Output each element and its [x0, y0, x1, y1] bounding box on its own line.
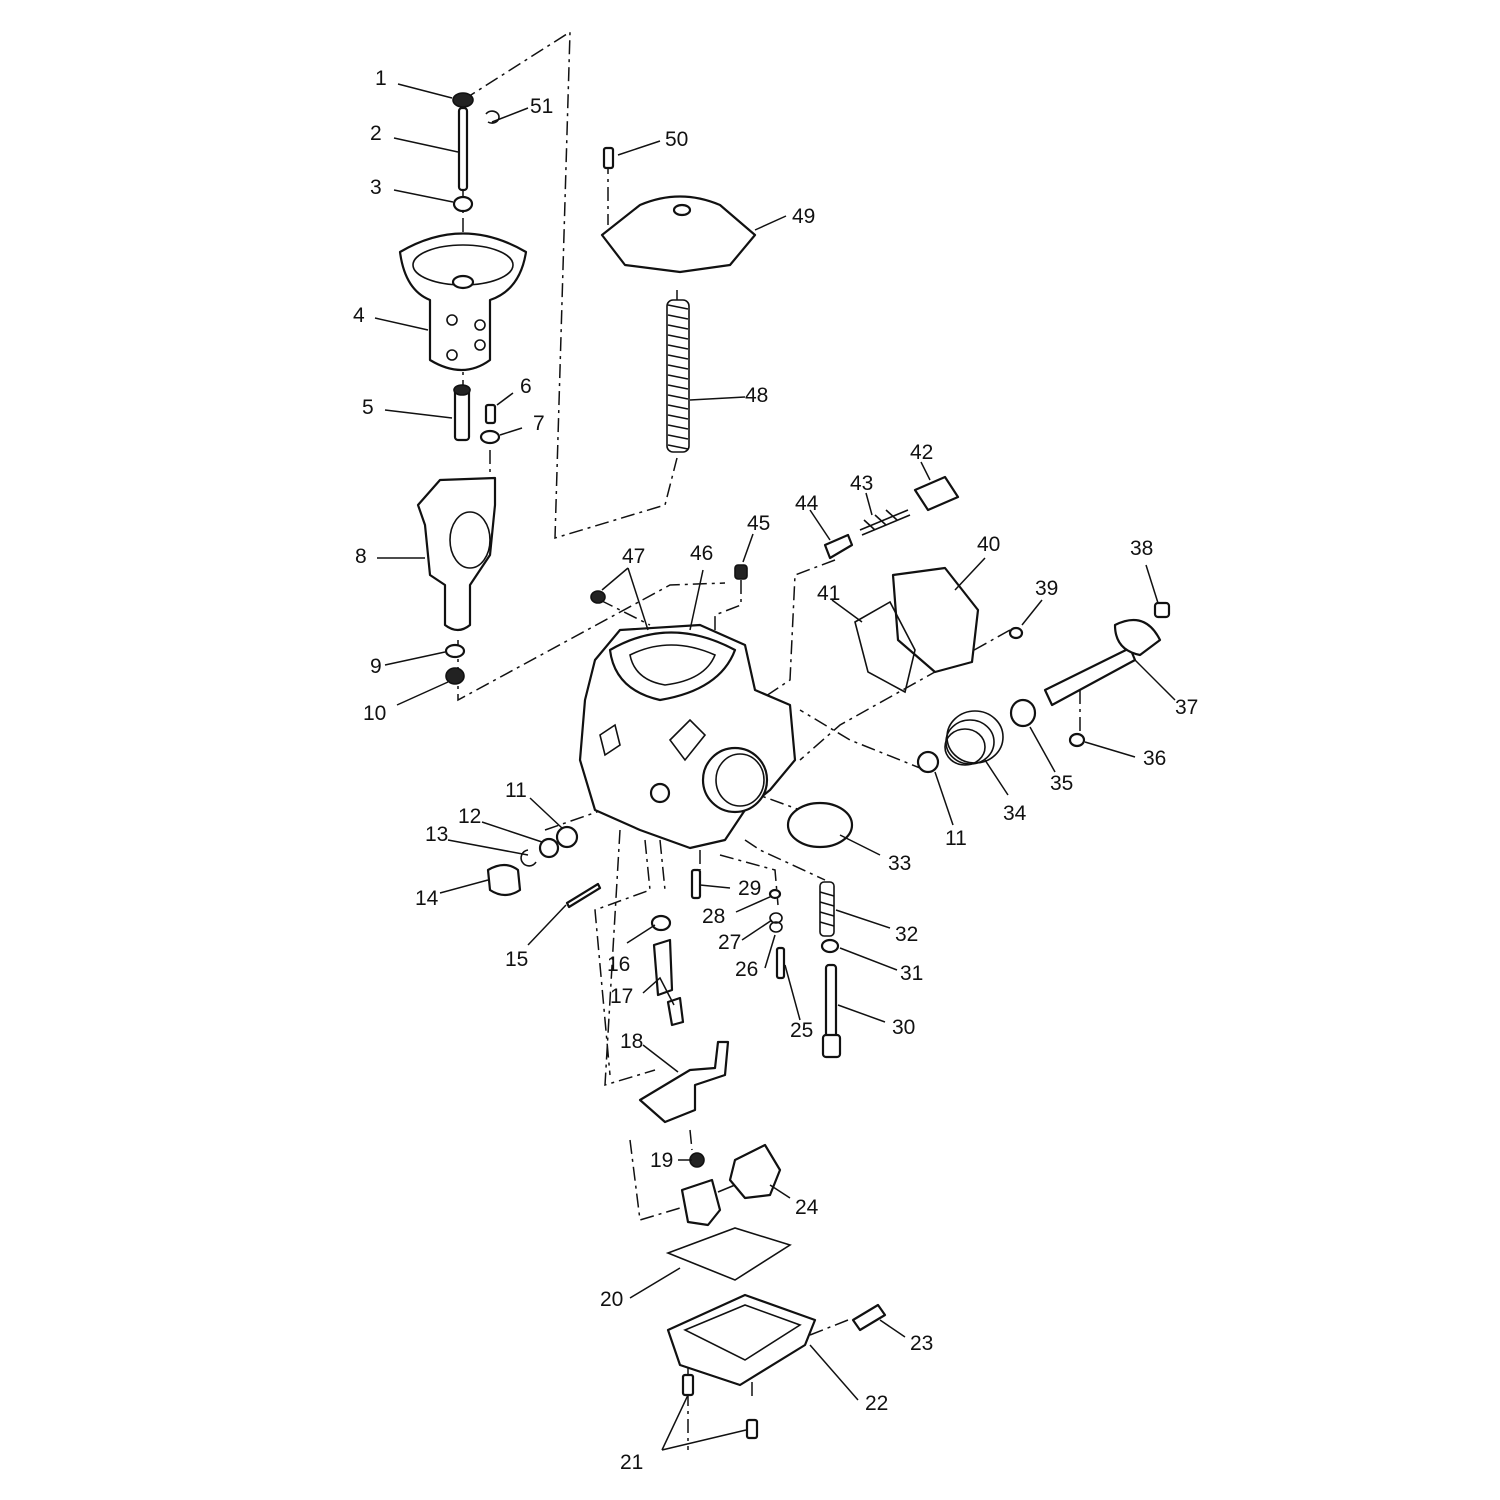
label-36: 36 [1143, 747, 1166, 770]
label-24: 24 [795, 1196, 819, 1219]
label-50: 50 [665, 128, 688, 151]
label-10: 10 [363, 702, 386, 725]
label-20: 20 [600, 1288, 623, 1311]
label-5: 5 [362, 396, 374, 419]
label-44: 44 [795, 492, 819, 515]
label-15: 15 [505, 948, 528, 971]
label-38: 38 [1130, 537, 1153, 560]
label-31: 31 [900, 962, 923, 985]
label-40: 40 [977, 533, 1000, 556]
label-35: 35 [1050, 772, 1073, 795]
label-19: 19 [650, 1149, 673, 1172]
label-42: 42 [910, 441, 933, 464]
part-labels: 1 2 3 4 5 6 7 8 9 10 11 12 13 14 15 16 1… [353, 67, 1198, 1474]
label-11: 11 [505, 779, 527, 802]
label-30: 30 [892, 1016, 915, 1039]
label-6: 6 [520, 375, 532, 398]
label-48: 48 [745, 384, 768, 407]
label-27: 27 [718, 931, 741, 954]
label-39: 39 [1035, 577, 1058, 600]
label-29: 29 [738, 877, 761, 900]
label-32: 32 [895, 923, 918, 946]
label-4: 4 [353, 304, 365, 327]
label-13: 13 [425, 823, 448, 846]
label-8: 8 [355, 545, 367, 568]
parts [398, 92, 1171, 1440]
label-17: 17 [610, 985, 633, 1008]
leader-lines [374, 83, 1176, 1451]
label-16: 16 [607, 953, 630, 976]
label-43: 43 [850, 472, 873, 495]
label-22: 22 [865, 1392, 888, 1415]
label-2: 2 [370, 122, 382, 145]
label-37: 37 [1175, 696, 1198, 719]
label-45: 45 [747, 512, 770, 535]
label-18: 18 [620, 1030, 643, 1053]
label-7: 7 [533, 412, 545, 435]
label-25: 25 [790, 1019, 813, 1042]
label-12: 12 [458, 805, 481, 828]
label-28: 28 [702, 905, 725, 928]
label-11-right: 11 [945, 827, 967, 850]
label-26: 26 [735, 958, 758, 981]
label-46: 46 [690, 542, 713, 565]
label-51: 51 [530, 95, 553, 118]
label-41: 41 [817, 582, 840, 605]
label-3: 3 [370, 176, 382, 199]
label-9: 9 [370, 655, 382, 678]
label-23: 23 [910, 1332, 933, 1355]
label-1: 1 [375, 67, 387, 90]
label-47: 47 [622, 545, 645, 568]
label-21: 21 [620, 1451, 643, 1474]
label-33: 33 [888, 852, 911, 875]
label-34: 34 [1003, 802, 1027, 825]
label-49: 49 [792, 205, 815, 228]
label-14: 14 [415, 887, 439, 910]
